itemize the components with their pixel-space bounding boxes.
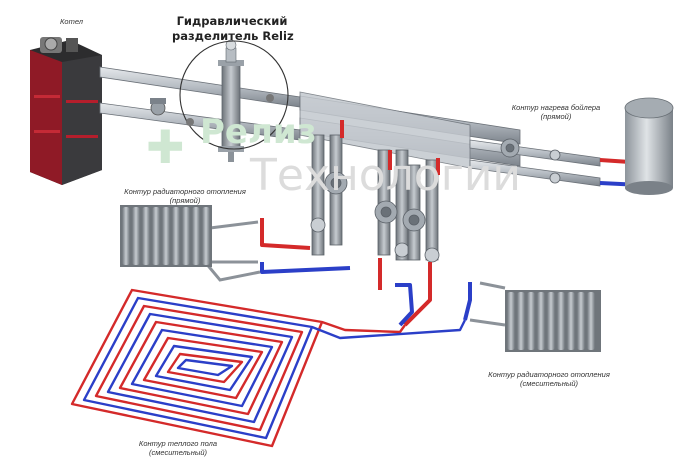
underfloor-label-line1: Контур теплого пола [138, 439, 218, 448]
underfloor-label-line2: (смесительный) [148, 448, 208, 457]
radiator-direct [120, 205, 212, 267]
radiator-connections [203, 220, 506, 327]
boiler-label: Котел [60, 17, 83, 26]
main-pipes [99, 66, 601, 187]
radiator-mixing-label: Контур радиаторного отопления (смеситель… [474, 370, 624, 388]
underfloor-label: Контур теплого пола (смесительный) [118, 439, 238, 457]
separator-title: Гидравлический разделитель Reliz [172, 14, 294, 44]
pump-groups [310, 134, 561, 263]
radiator-direct-label: Контур радиаторного отопления (прямой) [110, 187, 260, 205]
radiator-mixing-label-line2: (смесительный) [519, 379, 579, 388]
underfloor-heating-loop [70, 288, 467, 448]
radiator-direct-label-line1: Контур радиаторного отопления [124, 187, 246, 196]
separator-title-line2: разделитель Reliz [172, 29, 294, 43]
boiler-heating-label-line2: (прямой) [540, 112, 572, 121]
radiator-direct-label-line2: (прямой) [169, 196, 201, 205]
separator-highlight-circle [179, 40, 289, 150]
radiator-mixing [505, 290, 601, 352]
radiator-mixing-label-line1: Контур радиаторного отопления [488, 370, 610, 379]
hydraulic-separator [179, 39, 289, 162]
boiler [30, 37, 102, 185]
boiler-heating-label: Контур нагрева бойлера (прямой) [494, 103, 618, 121]
boiler-loop-fittings [150, 94, 274, 126]
separator-title-line1: Гидравлический [176, 14, 288, 28]
water-heater-tank [624, 97, 674, 195]
boiler-heating-label-line1: Контур нагрева бойлера [511, 103, 601, 112]
